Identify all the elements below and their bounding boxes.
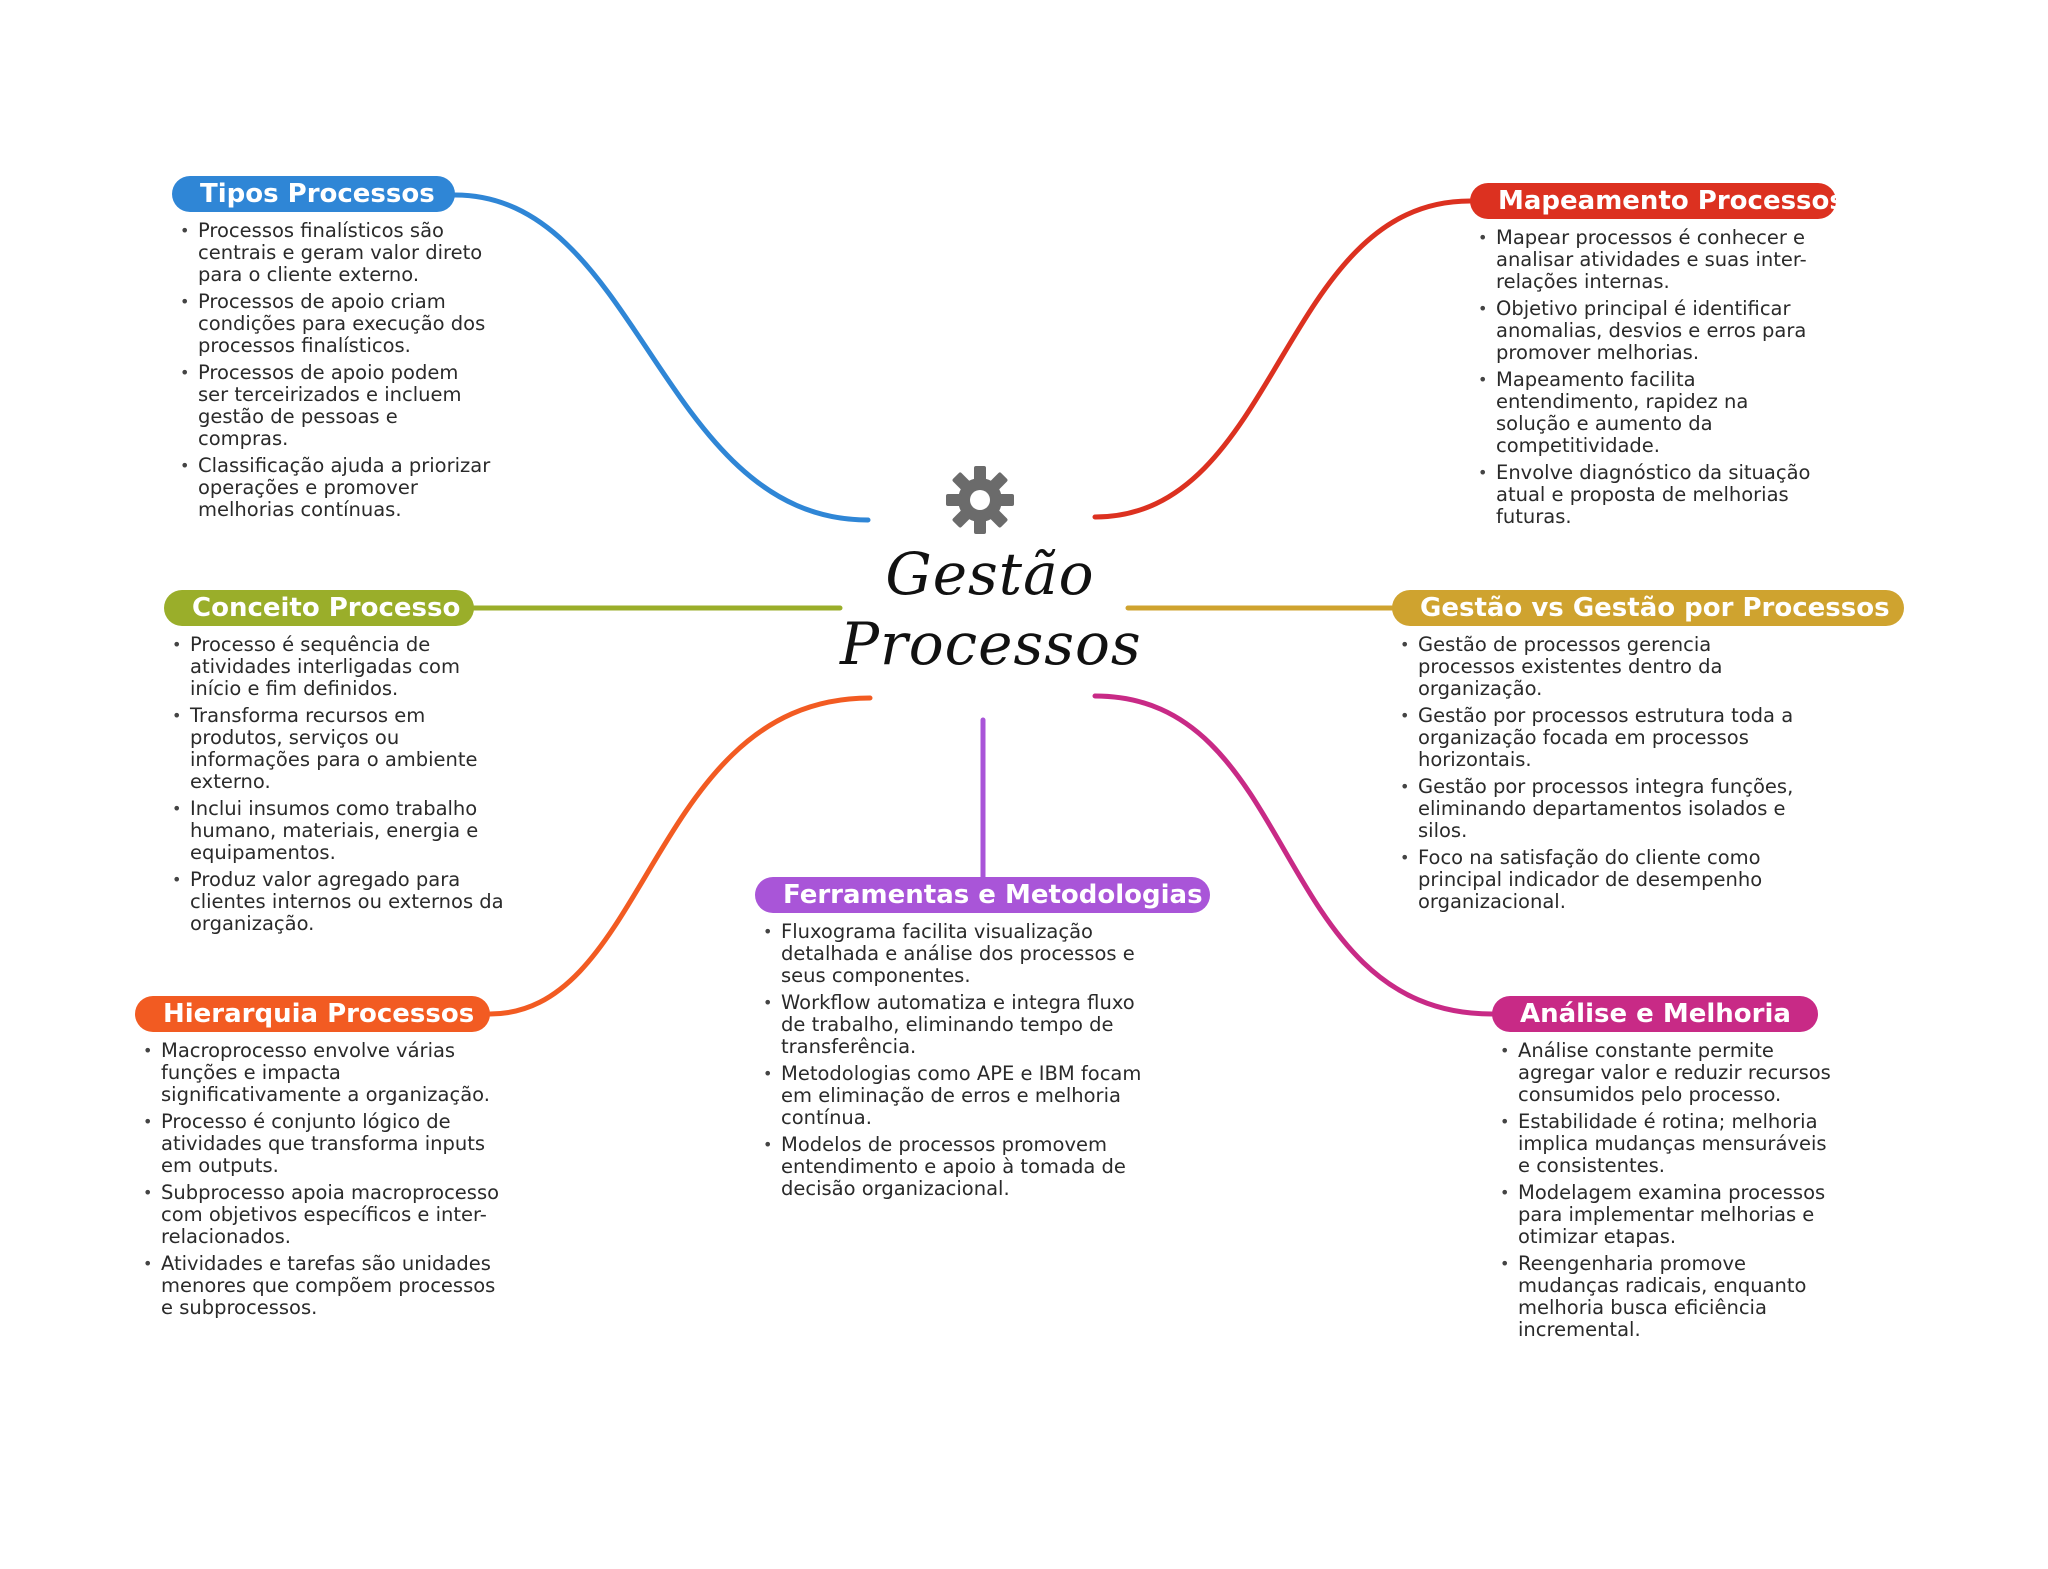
note-item: Atividades e tarefas são unidades menore… [135,1253,510,1319]
note-item: Processos de apoio criam condições para … [172,291,492,357]
topic-notes-tipos: Processos finalísticos são centrais e ge… [172,220,492,521]
note-item: Processos de apoio podem ser terceirizad… [172,362,492,450]
topic-pill-tipos[interactable]: Tipos Processos [172,176,455,212]
note-item: Produz valor agregado para clientes inte… [164,869,504,935]
note-item: Gestão de processos gerencia processos e… [1392,634,1812,700]
topic-notes-analise: Análise constante permite agregar valor … [1492,1040,1832,1341]
note-item: Transforma recursos em produtos, serviço… [164,705,504,793]
topic-pill-conceito[interactable]: Conceito Processo [164,590,474,626]
note-item: Análise constante permite agregar valor … [1492,1040,1832,1106]
topic-pill-hierarquia[interactable]: Hierarquia Processos [135,996,490,1032]
central-title-line-2: Processos [840,610,1142,678]
note-item: Inclui insumos como trabalho humano, mat… [164,798,504,864]
topic-notes-conceito: Processo é sequência de atividades inter… [164,634,504,935]
gear-icon [946,466,1014,534]
topic-pill-mapeamento[interactable]: Mapeamento Processos [1470,183,1845,219]
branch-conceito-processo: Conceito Processo Processo é sequência d… [164,590,504,940]
topic-notes-ferramentas: Fluxograma facilita visualização detalha… [755,921,1155,1200]
topic-notes-hierarquia: Macroprocesso envolve várias funções e i… [135,1040,510,1319]
note-item: Estabilidade é rotina; melhoria implica … [1492,1111,1832,1177]
central-title-line-1: Gestão [885,540,1095,608]
branch-mapeamento-processos: Mapeamento Processos Mapear processos é … [1470,183,1845,533]
note-item: Subprocesso apoia macroprocesso com obje… [135,1182,510,1248]
note-item: Processo é conjunto lógico de atividades… [135,1111,510,1177]
note-item: Classificação ajuda a priorizar operaçõe… [172,455,492,521]
branch-analise-melhoria: Análise e Melhoria Análise constante per… [1492,996,1852,1346]
note-item: Envolve diagnóstico da situação atual e … [1470,462,1820,528]
note-item: Reengenharia promove mudanças radicais, … [1492,1253,1832,1341]
connector-mapeamento [1092,198,1473,520]
note-item: Mapeamento facilita entendimento, rapide… [1470,369,1820,457]
note-item: Modelos de processos promovem entendimen… [755,1134,1155,1200]
branch-gestao-vs: Gestão vs Gestão por Processos Gestão de… [1392,590,1912,918]
note-item: Processo é sequência de atividades inter… [164,634,504,700]
topic-pill-gestao-vs[interactable]: Gestão vs Gestão por Processos [1392,590,1904,626]
connector-hierarquia [487,695,873,1017]
note-item: Gestão por processos integra funções, el… [1392,776,1812,842]
note-item: Foco na satisfação do cliente como princ… [1392,847,1812,913]
note-item: Macroprocesso envolve várias funções e i… [135,1040,510,1106]
connector-tipos [452,192,871,523]
note-item: Objetivo principal é identificar anomali… [1470,298,1820,364]
note-item: Workflow automatiza e integra fluxo de t… [755,992,1155,1058]
note-item: Gestão por processos estrutura toda a or… [1392,705,1812,771]
note-item: Processos finalísticos são centrais e ge… [172,220,492,286]
note-item: Mapear processos é conhecer e analisar a… [1470,227,1820,293]
central-topic: Gestão Processos [840,460,1142,700]
topic-pill-ferramentas[interactable]: Ferramentas e Metodologias [755,877,1210,913]
branch-ferramentas-metodologias: Ferramentas e Metodologias Fluxograma fa… [755,877,1215,1205]
note-item: Metodologias como APE e IBM focam em eli… [755,1063,1155,1129]
topic-notes-mapeamento: Mapear processos é conhecer e analisar a… [1470,227,1820,528]
topic-pill-analise[interactable]: Análise e Melhoria [1492,996,1818,1032]
note-item: Fluxograma facilita visualização detalha… [755,921,1155,987]
branch-hierarquia-processos: Hierarquia Processos Macroprocesso envol… [135,996,515,1324]
branch-tipos-processos: Tipos Processos Processos finalísticos s… [172,176,502,526]
connector-analise [1092,693,1495,1017]
topic-notes-gestao-vs: Gestão de processos gerencia processos e… [1392,634,1812,913]
note-item: Modelagem examina processos para impleme… [1492,1182,1832,1248]
